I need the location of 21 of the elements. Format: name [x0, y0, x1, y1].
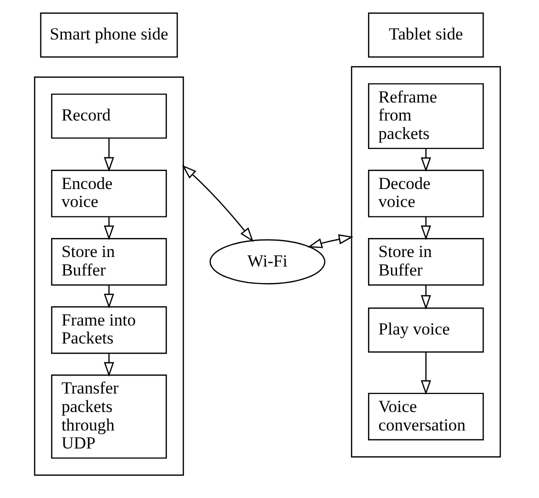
arrow — [104, 353, 114, 377]
cluster — [350, 66, 501, 458]
node-box: Frame into Packets — [51, 306, 167, 354]
arrow — [104, 138, 114, 172]
arrow — [420, 148, 432, 172]
node-box: Decode voice — [368, 170, 484, 218]
node-box: Store in Buffer — [51, 238, 167, 286]
node-box: Reframe from packets — [368, 83, 484, 150]
node-box: Store in Buffer — [368, 238, 484, 286]
node-box: Tablet side — [368, 12, 484, 58]
node-box: Record — [51, 94, 167, 139]
arrow — [420, 285, 432, 310]
node-box: Voice conversation — [368, 392, 484, 440]
cluster — [34, 76, 184, 476]
node-box: Encode voice — [51, 170, 167, 218]
node-box: Play voice — [368, 308, 484, 353]
node-box: Transfer packets through UDP — [51, 374, 167, 459]
arrow — [420, 352, 432, 395]
arrow — [182, 164, 254, 242]
node-box: Smart phone side — [40, 12, 178, 58]
arrow — [308, 234, 354, 248]
